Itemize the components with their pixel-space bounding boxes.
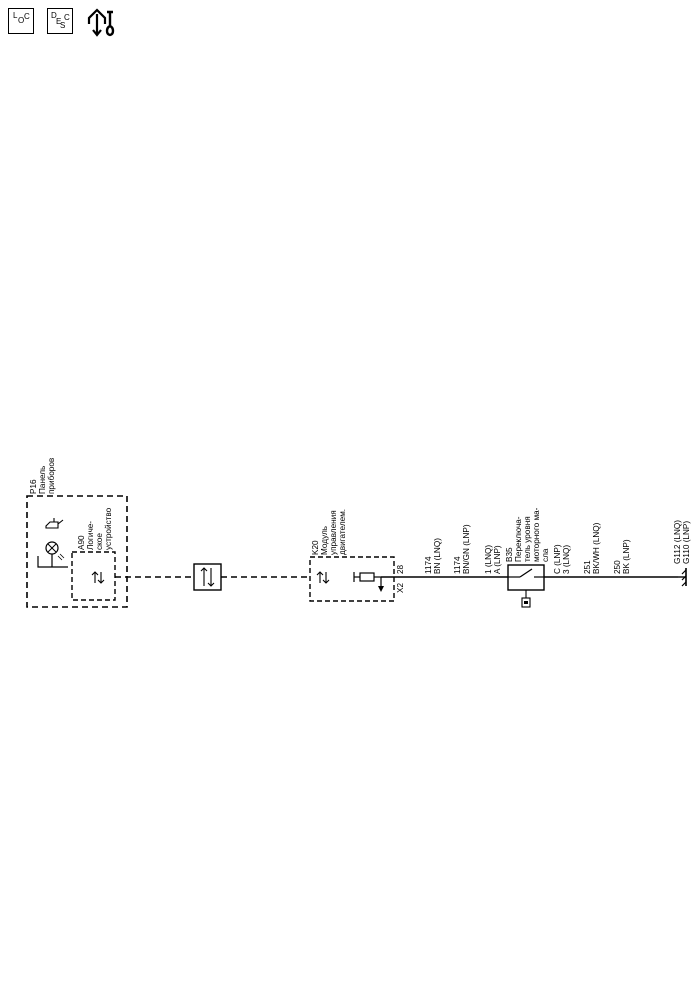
description-view-icon[interactable]: D E S C <box>47 8 73 34</box>
data-link-arrows-icon <box>200 567 215 587</box>
b35-label: B35 Переключа- тель уровня моторного ма-… <box>505 505 550 562</box>
pull-up-resistor-icon <box>353 572 384 592</box>
k20-label: K20 Модуль управления двигателем. <box>311 508 347 555</box>
wire-1174-lnq-label: 1174 BN (LNQ) <box>424 538 442 574</box>
k20-connector-label: X2 <box>396 583 405 593</box>
b35-bottom-pin-label: C (LNP) 3 (LNQ) <box>553 542 571 574</box>
repair-info-icon[interactable] <box>86 6 122 38</box>
p16-label: P16 Панель приборов <box>29 458 56 494</box>
k20-ecm-box <box>309 556 395 602</box>
a90-logic-unit-box <box>71 551 116 601</box>
p16-instrument-panel-box <box>26 495 128 608</box>
ground-label: G112 (LNQ) G110 (LNP) <box>673 518 691 564</box>
wire-1174-lnp-label: 1174 BN/GN (LNP) <box>453 524 471 574</box>
wire-251-label: 251 BK/WH (LNQ) <box>583 522 601 574</box>
oil-can-icon <box>45 518 64 529</box>
location-view-icon[interactable]: L O C <box>8 8 34 34</box>
switch-contact-icon <box>508 568 544 578</box>
oil-warning-lamp-icon <box>37 541 68 568</box>
k20-data-arrows-icon <box>316 571 330 584</box>
b35-top-pin-label: 1 (LNQ) A (LNP) <box>484 543 502 574</box>
oil-level-sensor-icon <box>521 590 531 608</box>
a90-data-arrows-icon <box>91 571 105 584</box>
a90-label: A90 Логиче- ское устройство <box>77 507 113 550</box>
data-link-connector-box <box>193 563 222 591</box>
wire-250-label: 250 BK (LNP) <box>613 539 631 574</box>
k20-pin-label: 28 <box>396 564 405 574</box>
ground-symbol-icon <box>678 568 687 587</box>
